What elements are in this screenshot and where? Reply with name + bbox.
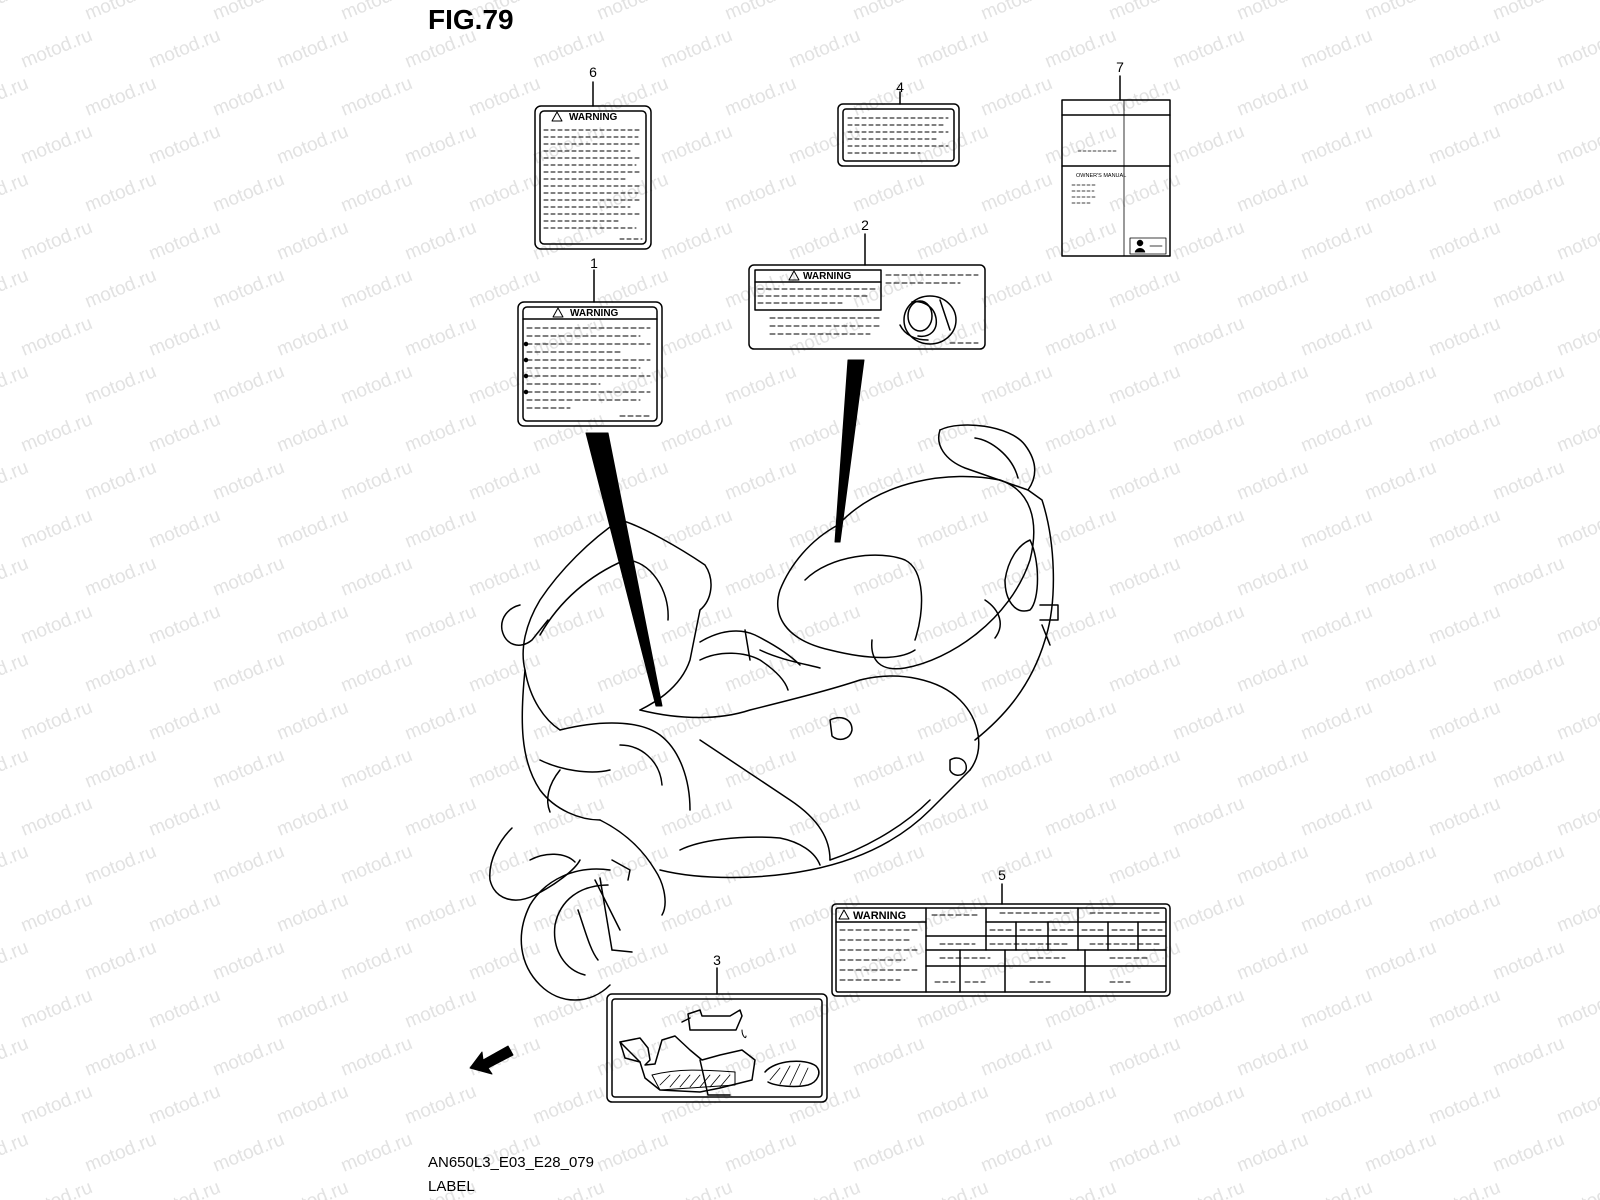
callout-3: 3 [713,952,721,968]
warning-text-2: WARNING [803,271,852,282]
label-4 [837,91,960,167]
label-6 [534,81,652,250]
diagram-code: AN650L3_E03_E28_079 [428,1154,594,1171]
callout-6: 6 [589,64,597,80]
fwd-arrow-icon [469,1045,514,1075]
callout-2: 2 [861,217,869,233]
figure-title: FIG.79 [428,4,514,35]
label-5 [831,883,1171,997]
label-2 [748,233,986,350]
diagram-name: LABEL [428,1178,475,1195]
leader-2 [834,359,865,543]
callout-5: 5 [998,867,1006,883]
warning-text-6: WARNING [569,112,618,123]
callout-1: 1 [590,255,598,271]
warning-text-1: WARNING [570,308,619,319]
leader-1 [585,432,663,707]
owners-manual-7 [1061,75,1171,257]
label-3 [606,967,828,1103]
callout-7: 7 [1116,59,1124,75]
scooter-drawing [489,424,1059,1001]
warning-text-5: WARNING [853,910,906,922]
callout-4: 4 [896,79,904,95]
label-1 [517,269,663,427]
owners-manual-text: OWNER'S MANUAL [1076,173,1126,179]
